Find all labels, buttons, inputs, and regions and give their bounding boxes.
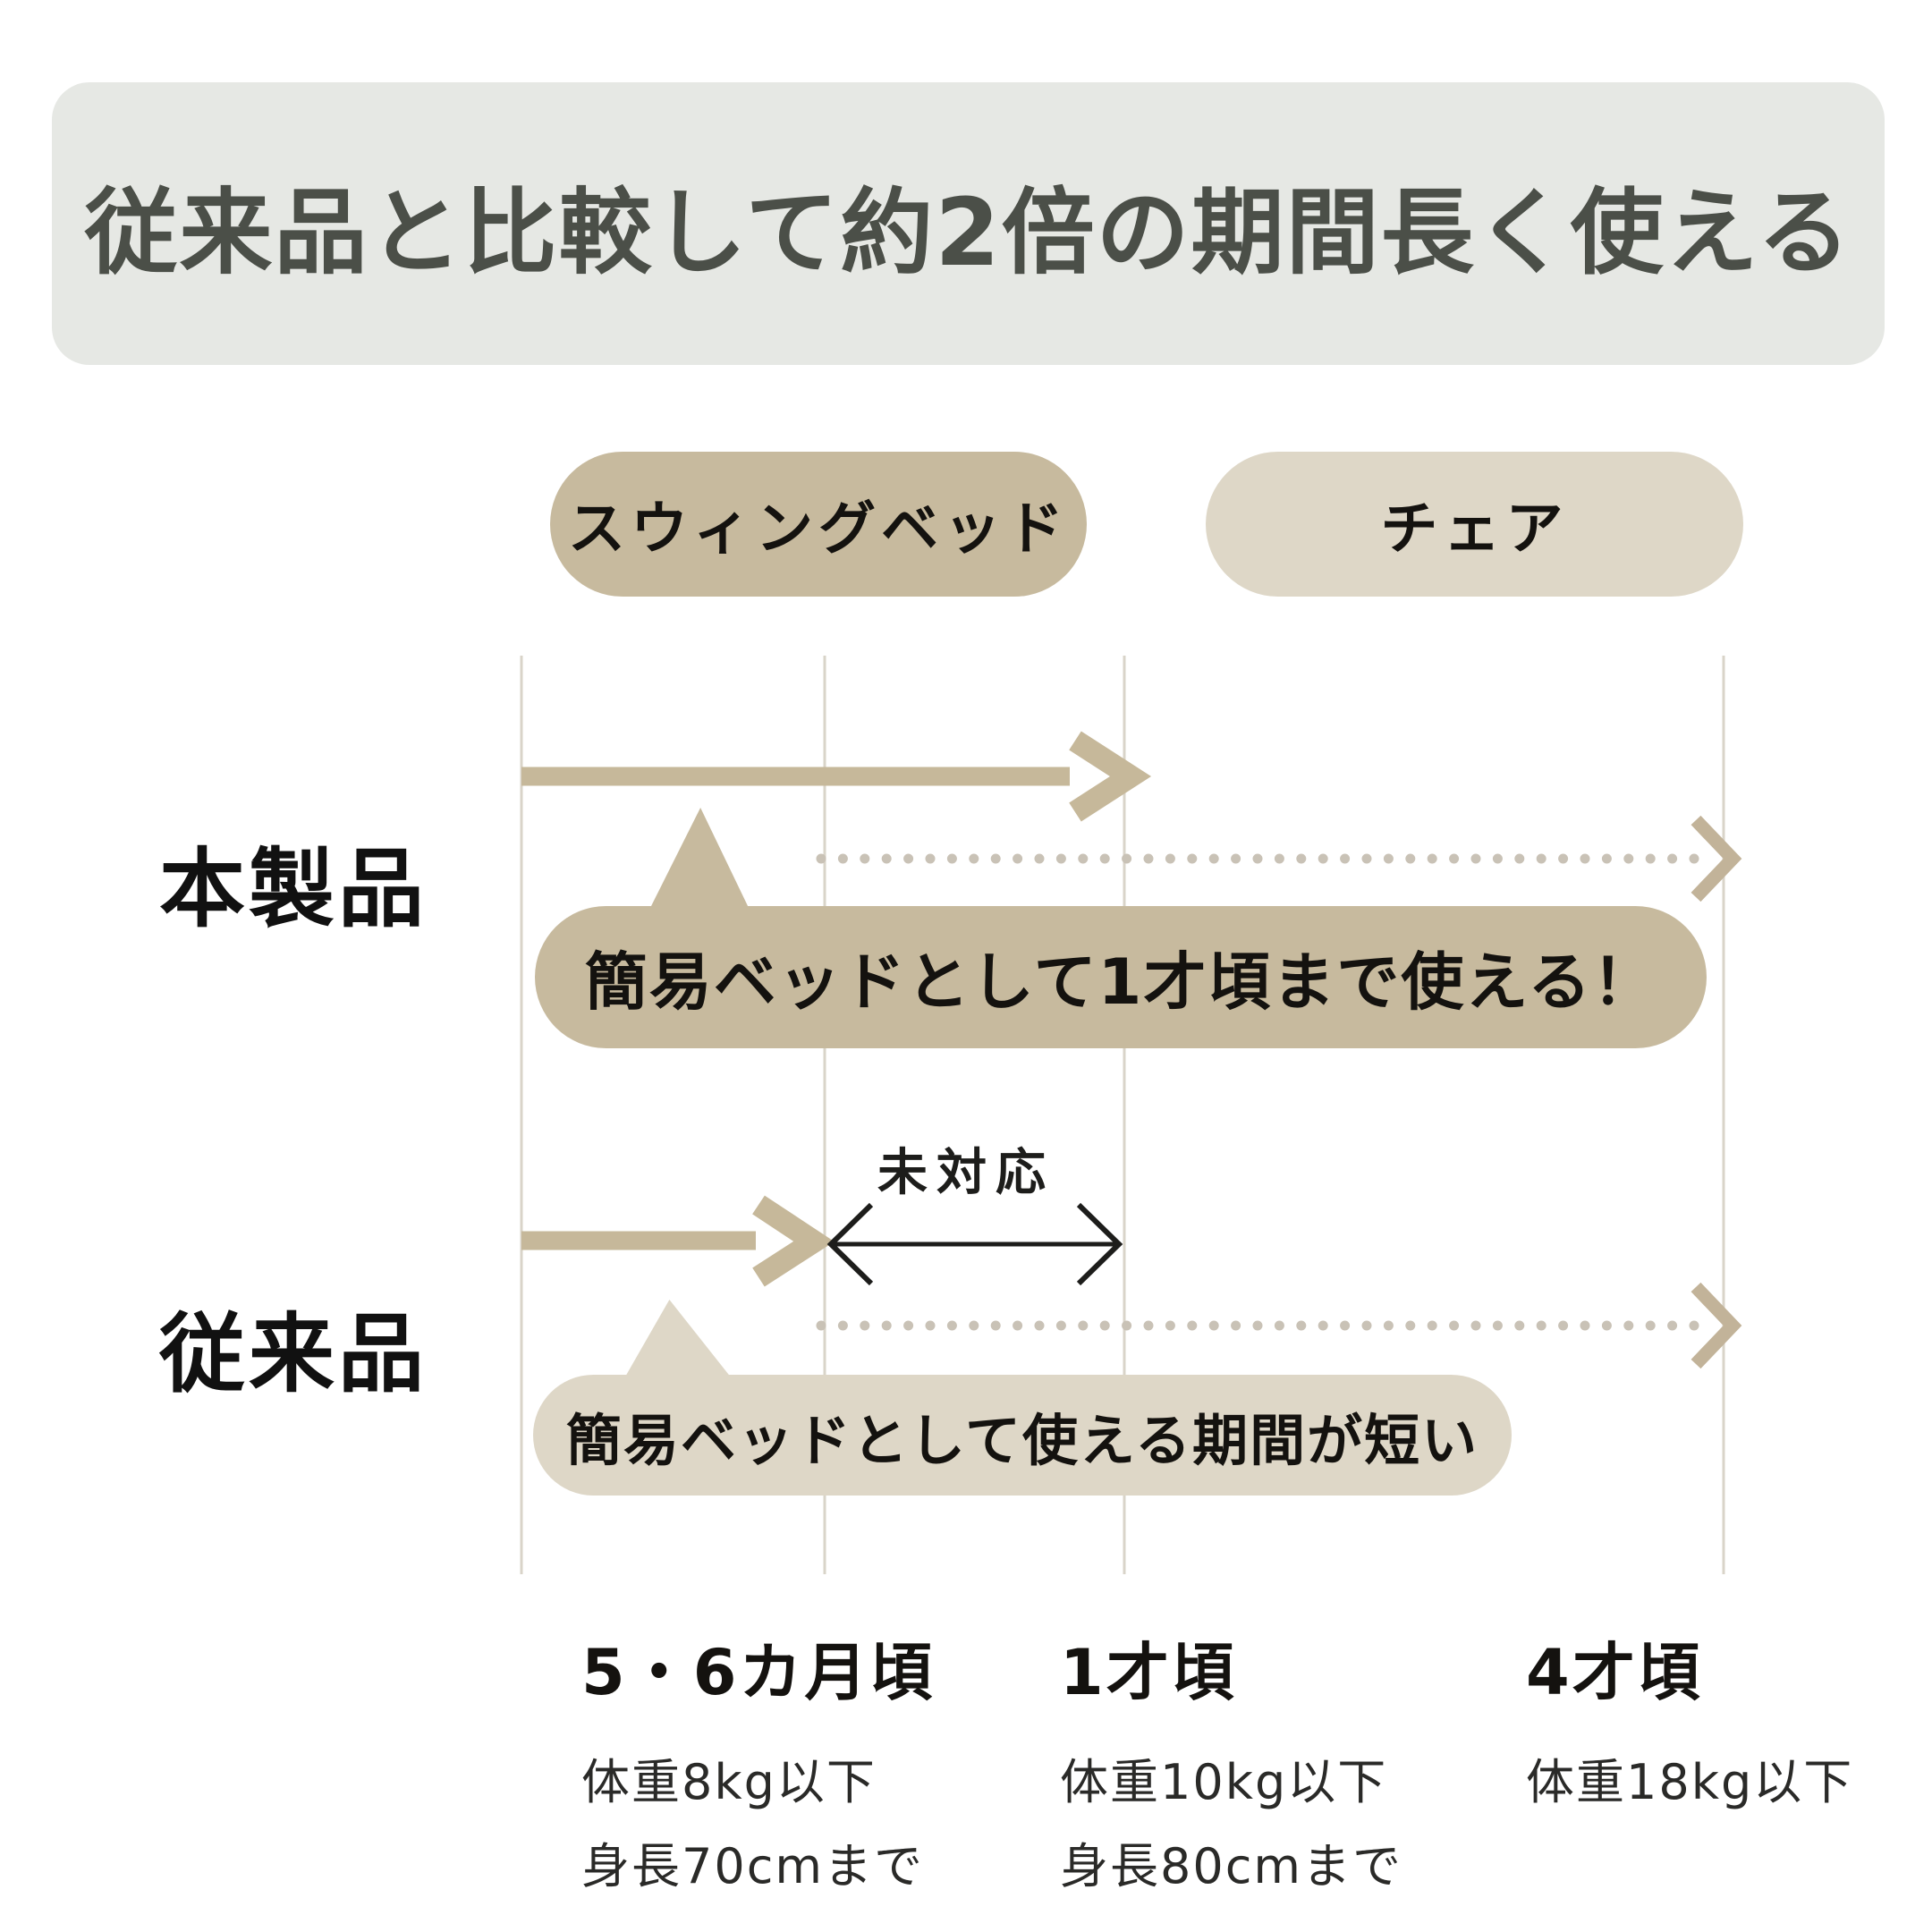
milestone-weight: 体重18kg以下 xyxy=(1526,1754,1854,1810)
legend-swing-bed-label: スウィングベッド xyxy=(568,496,1069,563)
milestone-weight: 体重8kg以下 xyxy=(581,1754,877,1810)
milestone-5-6-months: 5・6カ月頃 体重8kg以下 身長70cmまで xyxy=(581,1628,935,1896)
milestone-height: 身長70cmまで xyxy=(581,1838,925,1894)
unsupported-label: 未対応 xyxy=(877,1144,1055,1202)
product-callout: 簡易ベッドとして1才頃まで使える！ xyxy=(535,906,1707,1048)
conventional-callout-text: 簡易ベッドとして使える期間が短い xyxy=(565,1407,1479,1473)
legend-chair-label: チェア xyxy=(1380,496,1569,563)
conventional-chair-arrow-head xyxy=(1690,1282,1742,1369)
milestone-weight: 体重10kg以下 xyxy=(1060,1754,1388,1810)
legend-swing-bed-pill: スウィングベッド xyxy=(550,452,1087,597)
milestone-1-year: 1才頃 体重10kg以下 身長80cmまで xyxy=(1060,1628,1402,1896)
page-title: 従来品と比較して約2倍の期間長く使える xyxy=(84,177,1852,287)
unsupported-right-arrow-head xyxy=(1076,1202,1123,1286)
legend-chair-pill: チェア xyxy=(1206,452,1743,597)
milestone-age: 4才頃 xyxy=(1526,1636,1703,1709)
title-banner: 従来品と比較して約2倍の期間長く使える xyxy=(52,82,1885,365)
product-chair-arrow-head xyxy=(1690,815,1742,902)
conventional-callout: 簡易ベッドとして使える期間が短い xyxy=(533,1375,1512,1496)
milestone-age: 1才頃 xyxy=(1060,1636,1237,1709)
milestone-height: 身長80cmまで xyxy=(1060,1838,1403,1894)
conventional-swing-arrow-head xyxy=(752,1195,835,1287)
unsupported-left-arrow-head xyxy=(826,1202,874,1286)
milestone-4-years: 4才頃 体重18kg以下 xyxy=(1526,1628,1853,1812)
milestone-age: 5・6カ月頃 xyxy=(581,1636,936,1709)
product-callout-text: 簡易ベッドとして1才頃まで使える！ xyxy=(584,945,1657,1019)
row-label-conventional: 従来品 xyxy=(159,1304,428,1404)
row-label-product: 本製品 xyxy=(159,839,428,939)
product-swing-arrow-head xyxy=(1069,731,1152,822)
